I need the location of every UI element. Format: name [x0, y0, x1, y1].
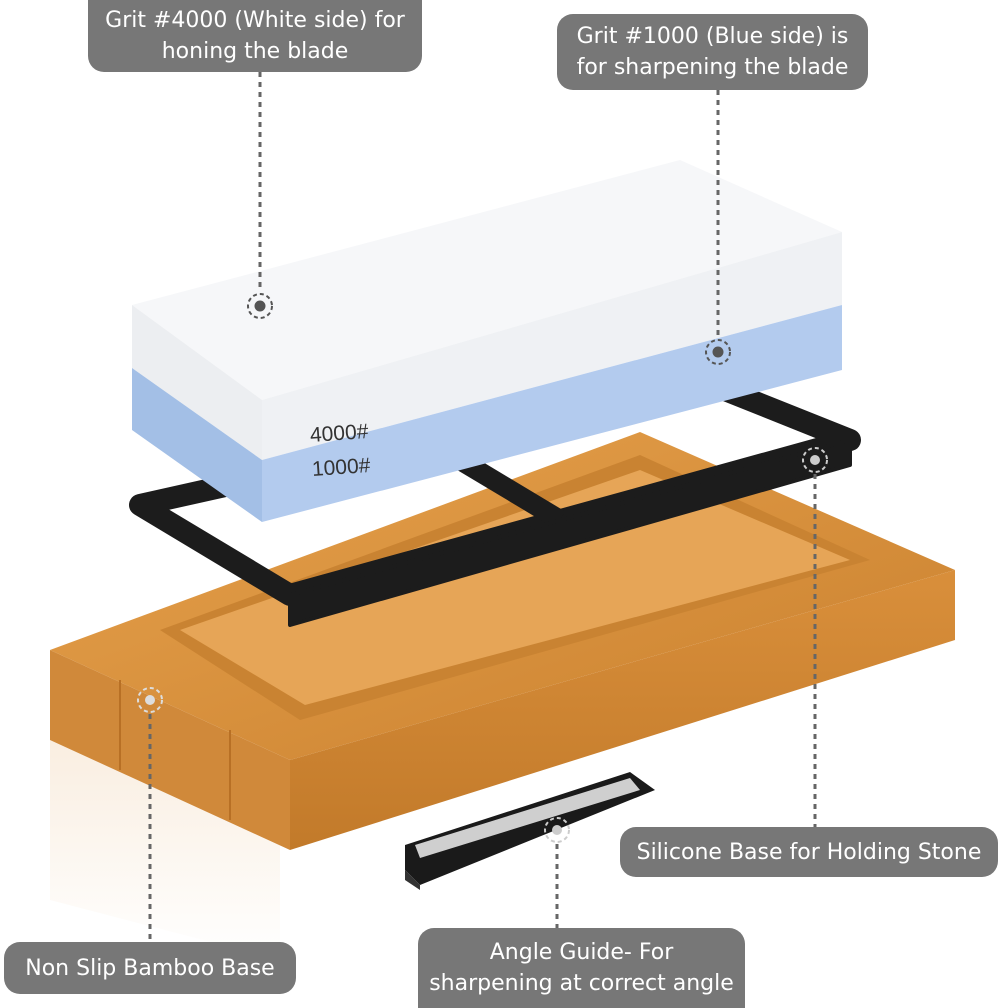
label-angle-guide-line1: Angle Guide- For — [489, 940, 674, 965]
label-bamboo-base-text: Non Slip Bamboo Base — [25, 955, 275, 981]
stone-marking-4000: 4000# — [309, 419, 370, 448]
label-white-side-line1: Grit #4000 (White side) for — [105, 8, 405, 33]
angle-guide — [405, 772, 655, 890]
label-bamboo-base: Non Slip Bamboo Base — [4, 942, 296, 994]
label-blue-side-line1: Grit #1000 (Blue side) is — [576, 24, 849, 49]
whetstone — [132, 160, 842, 522]
stone-marking-1000: 1000# — [311, 453, 372, 482]
callout-lines — [148, 72, 817, 942]
bamboo-base — [50, 432, 955, 850]
label-blue-side: Grit #1000 (Blue side) is for sharpening… — [557, 14, 868, 90]
target-markers — [137, 293, 828, 843]
label-blue-side-line2: for sharpening the blade — [576, 55, 849, 80]
label-angle-guide: Angle Guide- For sharpening at correct a… — [418, 928, 745, 1008]
label-white-side: Grit #4000 (White side) for honing the b… — [88, 0, 422, 72]
label-silicone-base: Silicone Base for Holding Stone — [620, 827, 998, 877]
label-white-side-line2: honing the blade — [161, 39, 349, 64]
label-silicone-base-text: Silicone Base for Holding Stone — [636, 839, 982, 865]
label-angle-guide-line2: sharpening at correct angle — [429, 971, 734, 996]
